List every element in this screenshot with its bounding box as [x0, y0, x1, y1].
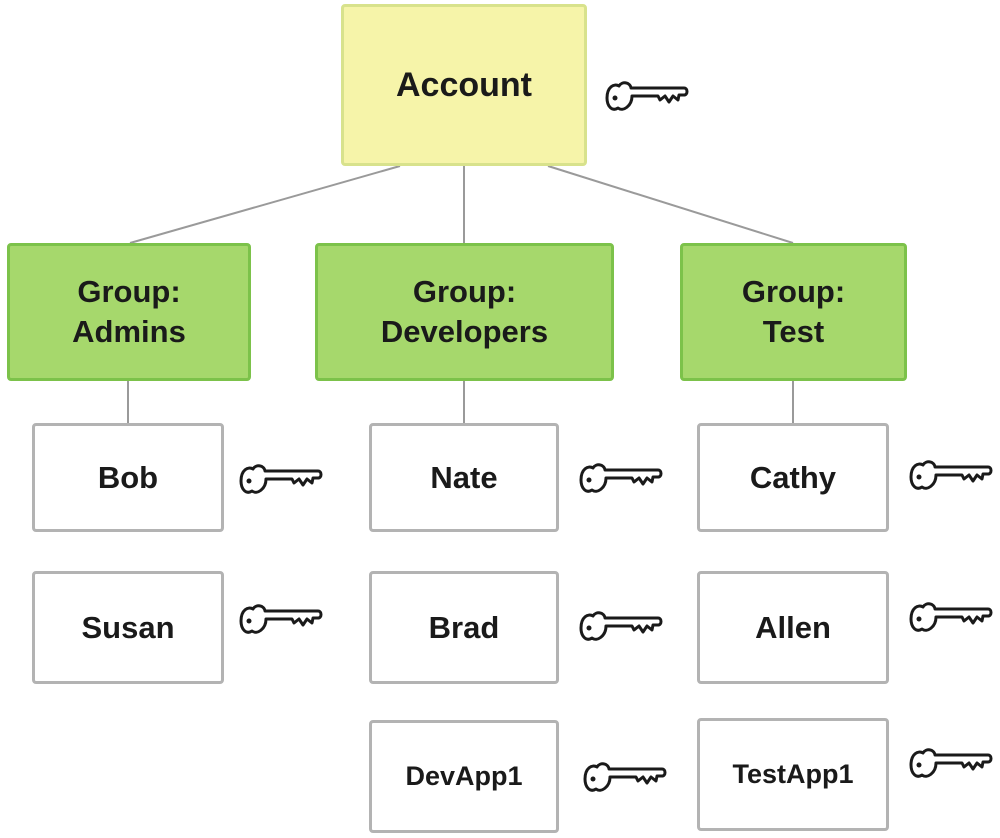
user-node-devapp1: DevApp1 — [369, 720, 559, 833]
user-label: Cathy — [749, 459, 837, 495]
key-icon — [239, 604, 323, 634]
group-test-node: Group: Test — [680, 243, 907, 381]
user-node-susan: Susan — [32, 571, 224, 684]
user-label: DevApp1 — [405, 761, 523, 791]
group-test-line2: Test — [762, 314, 825, 349]
user-node-allen: Allen — [697, 571, 889, 684]
user-node-bob: Bob — [32, 423, 224, 532]
key-icon — [579, 463, 663, 493]
account-node: Account — [341, 4, 587, 166]
user-label: Brad — [428, 609, 500, 645]
user-node-cathy: Cathy — [697, 423, 889, 532]
user-label: Allen — [755, 609, 831, 645]
user-node-testapp1: TestApp1 — [697, 718, 889, 831]
group-admins-node: Group: Admins — [7, 243, 251, 381]
key-icon — [909, 748, 993, 778]
key-icon — [605, 81, 689, 111]
user-label: TestApp1 — [732, 759, 854, 789]
key-icon — [583, 762, 667, 792]
group-test-line1: Group: — [741, 274, 846, 309]
user-node-brad: Brad — [369, 571, 559, 684]
user-label: Bob — [97, 459, 159, 495]
user-label: Nate — [430, 459, 498, 495]
group-developers-line2: Developers — [380, 314, 549, 349]
key-icon — [239, 464, 323, 494]
group-developers-line1: Group: — [412, 274, 517, 309]
user-node-nate: Nate — [369, 423, 559, 532]
key-icon — [909, 460, 993, 490]
account-label: Account — [396, 65, 532, 104]
group-admins-line1: Group: — [77, 274, 181, 309]
user-label: Susan — [81, 609, 175, 645]
group-developers-node: Group: Developers — [315, 243, 614, 381]
key-icon — [909, 602, 993, 632]
connector-account-test — [547, 165, 794, 244]
connector-account-admins — [129, 165, 401, 244]
key-icon — [579, 611, 663, 641]
group-admins-line2: Admins — [72, 314, 186, 349]
